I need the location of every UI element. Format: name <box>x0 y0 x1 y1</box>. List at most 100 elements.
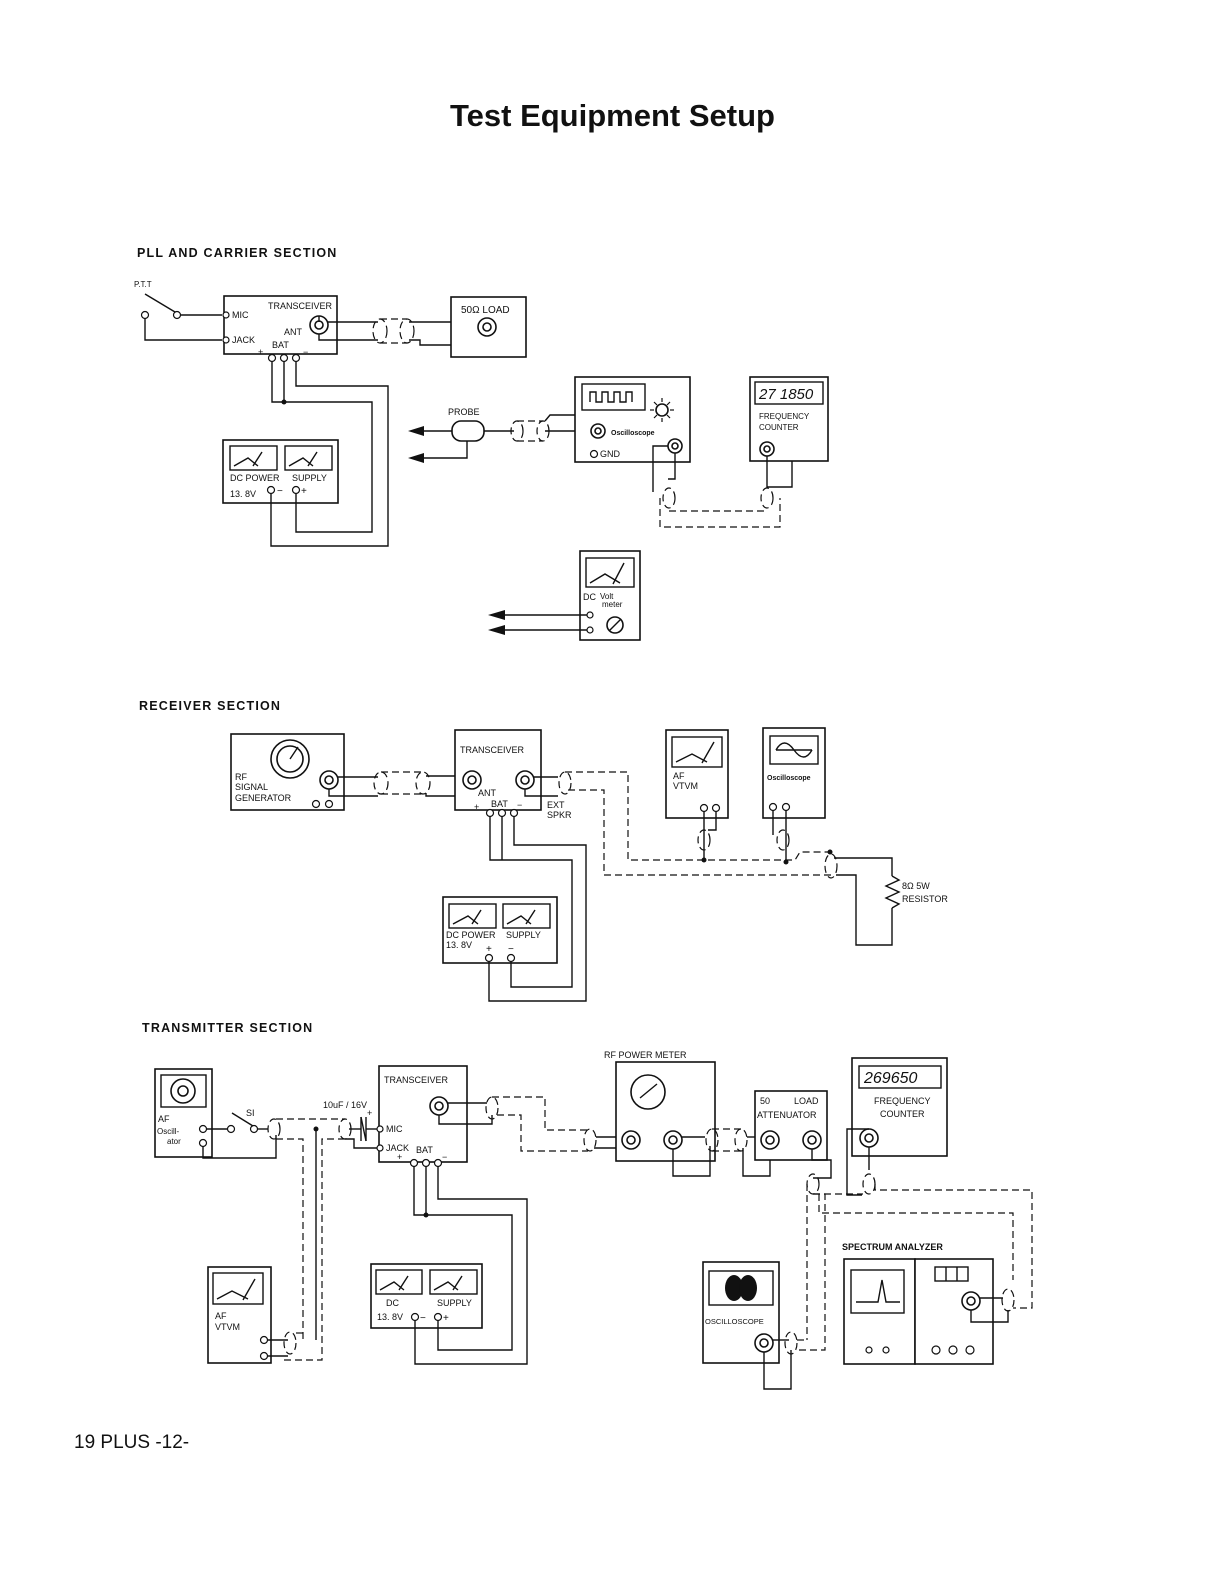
bat-terminal <box>433 1158 443 1168</box>
voltage-label: 13. 8V <box>230 489 256 499</box>
probe-icon <box>451 420 485 442</box>
meter-needle <box>216 1290 249 1300</box>
voltmeter-icon <box>229 445 278 471</box>
receiver-af-vtvm: AF VTVM <box>665 729 729 819</box>
supply-label: SUPPLY <box>506 930 541 940</box>
voltage-label: 13. 8V <box>377 1312 403 1322</box>
coax-connector <box>776 829 790 851</box>
coax-cable <box>818 1194 1014 1280</box>
minus-label: − <box>442 1152 447 1162</box>
wire <box>742 1148 771 1177</box>
coax-connector <box>1001 1288 1015 1312</box>
s1-switch: SI <box>202 1108 277 1159</box>
pll-dc-voltmeter: DC Volt meter <box>488 550 641 641</box>
meter-needle <box>701 741 715 764</box>
range-knob-icon <box>608 618 622 632</box>
power-wire <box>270 361 389 547</box>
meter-needle <box>452 915 479 925</box>
mic-jack <box>222 336 230 344</box>
rf-label: RF <box>235 772 247 782</box>
meter-needle <box>252 451 263 467</box>
ant-label: ANT <box>284 327 303 337</box>
bat-terminal <box>267 353 277 363</box>
vtvm-label: VTVM <box>215 1322 240 1332</box>
scope-output-connector-icon <box>671 442 679 450</box>
coax-connector <box>267 1118 281 1140</box>
oscillator-terminal <box>198 1138 208 1148</box>
scope-input-connector-icon <box>759 1338 769 1348</box>
receiver-section-title: RECEIVER SECTION <box>139 699 282 713</box>
spectrum-peak-icon <box>856 1279 900 1303</box>
coax-cable <box>568 789 834 876</box>
analyzer-knob <box>948 1345 958 1355</box>
analyzer-knob <box>882 1346 890 1354</box>
rf-power-meter: RF POWER METER <box>604 1050 716 1162</box>
coax-connector <box>806 1173 820 1195</box>
receiver-resistor: 8Ω 5W RESISTOR <box>834 857 948 946</box>
bat-terminal <box>509 808 519 818</box>
bat-terminal <box>291 353 301 363</box>
attenuator-label: ATTENUATOR <box>757 1110 817 1120</box>
af-label: AF <box>673 771 685 781</box>
jack-label: JACK <box>232 335 255 345</box>
transmitter-frequency-counter: 269650 FREQUENCY COUNTER <box>851 1057 948 1157</box>
switch-lever <box>231 1112 254 1127</box>
pll-section-title: PLL AND CARRIER SECTION <box>137 246 338 260</box>
wire <box>836 874 893 946</box>
s1-label: SI <box>246 1108 255 1118</box>
counter-label: COUNTER <box>880 1109 925 1119</box>
power-wire <box>488 816 587 1002</box>
pll-transceiver: TRANSCEIVER MIC JACK ANT BAT + − <box>222 295 338 363</box>
bat-label: BAT <box>272 340 289 350</box>
minus-sign: − <box>420 1313 426 1324</box>
capacitor-plus: + <box>367 1108 372 1118</box>
load-50-label: 50 <box>760 1096 770 1106</box>
scope-screen <box>708 1270 774 1306</box>
wire <box>144 319 222 341</box>
wire <box>672 1146 711 1177</box>
transceiver-label: TRANSCEIVER <box>384 1075 449 1085</box>
ator-label: ator <box>167 1137 181 1146</box>
coax-connector <box>662 487 676 509</box>
resistor-value-label: 8Ω 5W <box>902 881 930 891</box>
coax-connector <box>373 771 389 795</box>
wire <box>846 1128 869 1196</box>
mic-label: MIC <box>386 1124 403 1134</box>
coax-cable <box>659 498 781 528</box>
ammeter-icon <box>429 1269 478 1295</box>
generator-terminal <box>311 799 321 809</box>
coax-cable <box>280 1138 345 1361</box>
meter-needle <box>675 753 708 763</box>
voltage-label: 13. 8V <box>446 940 472 950</box>
coax-cable <box>874 1184 1033 1309</box>
sun-rays-icon <box>650 398 674 422</box>
pll-probe: PROBE <box>408 407 597 463</box>
wire <box>970 1310 1009 1323</box>
rf-output-connector-icon <box>324 775 334 785</box>
coax-connector <box>485 1096 499 1120</box>
input-connector-icon <box>626 1135 636 1145</box>
vtvm-terminal <box>699 803 709 813</box>
meter-needle <box>525 909 536 925</box>
bat-terminal <box>497 808 507 818</box>
plus-sign: + <box>301 486 307 497</box>
dc-plus-terminal <box>484 953 494 963</box>
counter-label: COUNTER <box>759 423 799 432</box>
ptt-switch: P.T.T <box>134 280 222 341</box>
switch-terminal <box>226 1124 236 1134</box>
meter-needle <box>639 1083 658 1099</box>
oscilloscope-label: OSCILLOSCOPE <box>705 1317 764 1326</box>
gnd-label: GND <box>600 449 621 459</box>
page-title: Test Equipment Setup <box>450 98 775 133</box>
counter-display-value: 269650 <box>863 1070 917 1087</box>
dc-minus-terminal <box>506 953 516 963</box>
receiver-section: RF SIGNAL GENERATOR TRANSCEIVER ANT BAT … <box>230 727 948 1002</box>
spkr-label: SPKR <box>547 810 572 820</box>
meter-needle <box>612 562 625 585</box>
af-label: AF <box>158 1114 170 1124</box>
oscillator-dial-icon <box>177 1085 189 1097</box>
gnd-terminal <box>589 449 599 459</box>
pll-oscilloscope: Oscilloscope GND <box>574 376 691 463</box>
receiver-transceiver: TRANSCEIVER ANT BAT + − <box>454 729 542 818</box>
meter-needle <box>307 451 318 467</box>
